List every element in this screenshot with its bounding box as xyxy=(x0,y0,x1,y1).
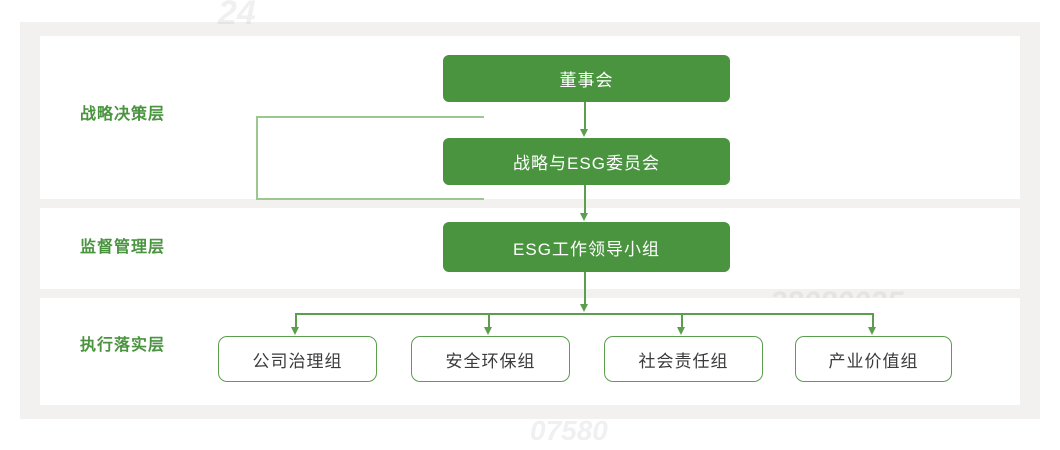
node-corporate-governance-group[interactable]: 公司治理组 xyxy=(218,336,377,382)
layer-label-strategy: 战略决策层 xyxy=(80,106,166,123)
layer-label-supervision: 监督管理层 xyxy=(80,239,166,256)
arrowhead-icon-social xyxy=(677,327,685,335)
node-industry-value-group[interactable]: 产业价值组 xyxy=(795,336,952,382)
layer-label-execution: 执行落实层 xyxy=(80,337,166,354)
node-strategy-esg-committee[interactable]: 战略与ESG委员会 xyxy=(443,138,730,185)
branch-connector-social xyxy=(681,313,683,328)
arrowhead-icon-to-esg-group xyxy=(580,213,588,221)
bracket-bottom-branch xyxy=(256,198,484,200)
arrowhead-icon-industry xyxy=(868,327,876,335)
connector-committee-to-esg-group xyxy=(584,185,586,215)
arrowhead-icon-to-bus xyxy=(580,304,588,312)
node-social-responsibility-group[interactable]: 社会责任组 xyxy=(604,336,763,382)
bracket-vertical-connector xyxy=(256,116,258,200)
branch-connector-safety xyxy=(488,313,490,328)
branch-connector-governance xyxy=(295,313,297,328)
distribution-bus-line xyxy=(296,313,874,315)
node-board-of-directors[interactable]: 董事会 xyxy=(443,55,730,102)
connector-esg-group-to-bus xyxy=(584,272,586,306)
node-safety-environment-group[interactable]: 安全环保组 xyxy=(411,336,570,382)
watermark-bottom: 07580 xyxy=(530,415,608,446)
connector-board-to-committee xyxy=(584,102,586,131)
branch-connector-industry xyxy=(872,313,874,328)
arrowhead-icon-safety xyxy=(484,327,492,335)
arrowhead-icon-to-committee xyxy=(580,129,588,137)
node-esg-working-leading-group[interactable]: ESG工作领导小组 xyxy=(443,222,730,272)
arrowhead-icon-governance xyxy=(291,327,299,335)
bracket-top-branch xyxy=(256,116,484,118)
